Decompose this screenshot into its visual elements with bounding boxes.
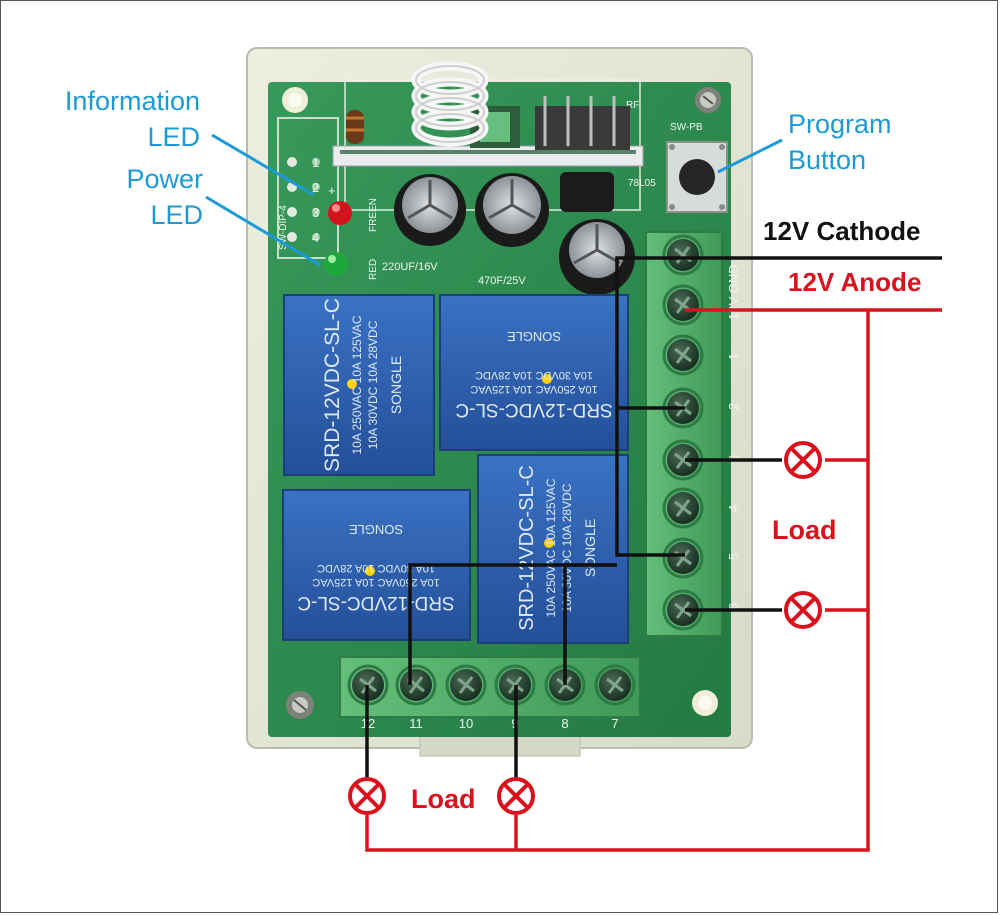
terminal-header: 12V GND (726, 264, 741, 320)
program-push-button (666, 141, 728, 213)
dip-number: 2 (312, 180, 319, 195)
terminal-number: 1 (726, 353, 741, 360)
cap-large-label: 470F/25V (478, 275, 526, 287)
mounting-hole-bottom-left (286, 691, 314, 719)
terminal-screw (662, 537, 704, 579)
information-led-red (328, 201, 352, 225)
relay-1: SRD-12VDC-SL-C 10A 250VAC 10A 125VAC 10A… (283, 294, 435, 476)
terminal-screw (662, 284, 704, 326)
svg-text:10A 30VDC 10A 28VDC: 10A 30VDC 10A 28VDC (560, 483, 574, 612)
rf-label: RF (626, 100, 639, 111)
svg-text:SONGLE: SONGLE (582, 519, 598, 577)
program-button-callout: Program Button (788, 107, 892, 178)
callout-line: Button (788, 145, 867, 175)
mounting-hole-top-left (282, 87, 308, 113)
svg-text:10A 30VDC 10A 28VDC: 10A 30VDC 10A 28VDC (366, 320, 380, 449)
svg-text:SRD-12VDC-SL-C: SRD-12VDC-SL-C (516, 465, 538, 631)
led-plus-sign: + (328, 183, 336, 198)
terminal-number: 4 (726, 505, 741, 512)
callout-line: Power (126, 164, 203, 194)
cathode-wiring (365, 256, 942, 780)
load-label-bottom: Load (411, 784, 476, 814)
mounting-hole-bottom-right (692, 690, 718, 716)
power-led-pointer (205, 195, 321, 267)
svg-text:SONGLE: SONGLE (507, 329, 562, 344)
load-lamp-symbol (348, 777, 386, 815)
terminal-screw (662, 234, 704, 276)
power-led-callout: Power LED (30, 162, 203, 233)
svg-text:SRD-12VDC-SL-C: SRD-12VDC-SL-C (321, 298, 344, 472)
terminal-screw (445, 664, 487, 706)
capacitor-1 (394, 174, 466, 246)
mounting-hole-top-right (695, 87, 721, 113)
dip-switch-pads (287, 157, 320, 242)
info-led-pointer (211, 133, 315, 197)
svg-text:SRD-12VDC-SL-C: SRD-12VDC-SL-C (297, 592, 454, 613)
load-lamp-symbol (497, 777, 535, 815)
relay-2: SRD-12VDC-SL-C 10A 250VAC 10A 125VAC 10A… (439, 294, 629, 451)
terminal-screw (662, 334, 704, 376)
terminal-block-bottom: 12 11 10 9 8 7 (339, 656, 641, 731)
cap-small-label: 220UF/16V (382, 261, 438, 273)
terminal-number: 11 (409, 716, 423, 731)
callout-line: Information (64, 86, 200, 116)
capacitor-2 (475, 173, 549, 247)
svg-text:SRD-12VDC-SL-C: SRD-12VDC-SL-C (455, 399, 612, 420)
information-led-callout: Information LED (30, 84, 200, 155)
callout-line: LED (150, 200, 203, 230)
regulator-label: 78L05 (628, 178, 656, 189)
terminal-number: 6 (726, 603, 741, 610)
svg-text:10A 30VDC 10A 28VDC: 10A 30VDC 10A 28VDC (317, 562, 435, 574)
terminal-number: 8 (561, 716, 568, 731)
anode-label: 12V Anode (788, 267, 922, 297)
svg-text:SONGLE: SONGLE (349, 522, 404, 537)
callout-line: LED (147, 122, 200, 152)
dip-number: 4 (312, 230, 319, 245)
terminal-number: 2 (726, 403, 741, 410)
svg-text:SONGLE: SONGLE (388, 356, 404, 414)
svg-text:10A 250VAC 10A 125VAC: 10A 250VAC 10A 125VAC (544, 478, 558, 617)
svg-text:10A 250VAC 10A 125VAC: 10A 250VAC 10A 125VAC (470, 383, 597, 395)
terminal-screw (662, 487, 704, 529)
terminal-number: 5 (726, 553, 741, 560)
led-color-label: RED (368, 259, 379, 280)
switch-pb-label: SW-PB (670, 122, 703, 133)
led-color-label: FREEN (368, 198, 379, 232)
terminal-screw (395, 664, 437, 706)
load-label-right: Load (772, 515, 837, 545)
svg-text:10A 250VAC 10A 125VAC: 10A 250VAC 10A 125VAC (312, 576, 439, 588)
voltage-regulator (560, 172, 614, 212)
dip-label: SW-DIP-4 (278, 205, 289, 250)
cathode-label: 12V Cathode (763, 216, 921, 246)
relay-4: SRD-12VDC-SL-C 10A 250VAC 10A 125VAC 10A… (477, 454, 629, 644)
terminal-block-right: 12V GND 1 2 3 4 5 6 (645, 231, 741, 637)
power-led-green (324, 252, 348, 276)
callout-line: Program (788, 109, 892, 139)
inductor (346, 110, 364, 144)
terminal-screw (662, 589, 704, 631)
terminal-number: 7 (611, 716, 618, 731)
load-lamp-symbol (784, 441, 822, 479)
dip-number: 1 (312, 155, 319, 170)
svg-text:10A 250VAC 10A 125VAC: 10A 250VAC 10A 125VAC (350, 315, 364, 454)
program-button-pointer (717, 138, 783, 174)
terminal-screw (594, 664, 636, 706)
anode-wiring (365, 308, 942, 852)
terminal-number: 10 (459, 716, 473, 731)
enclosure-tab (419, 735, 581, 757)
dip-number: 3 (312, 205, 319, 220)
load-lamp-symbol (784, 591, 822, 629)
svg-text:10A 30VDC 10A 28VDC: 10A 30VDC 10A 28VDC (475, 369, 593, 381)
